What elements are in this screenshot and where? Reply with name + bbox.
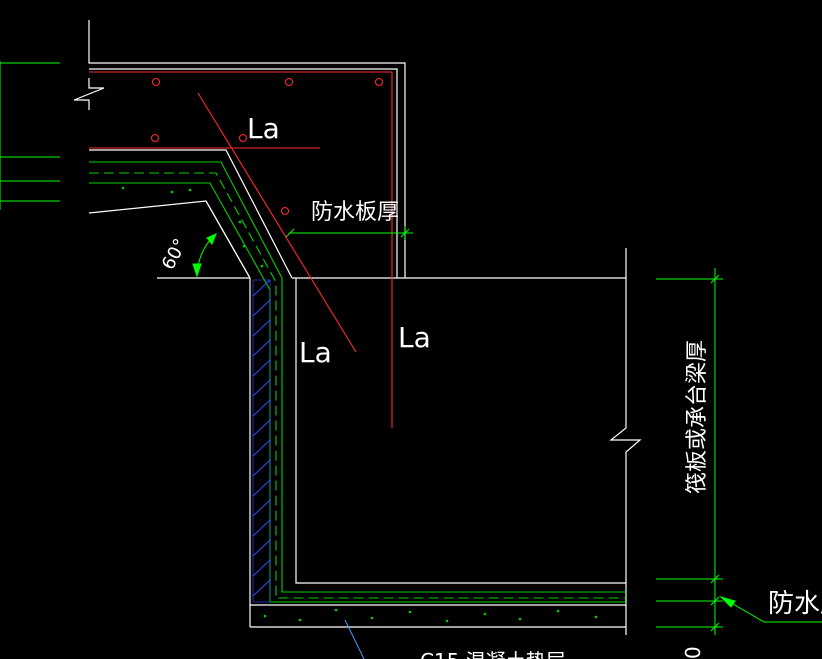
speckle-dot <box>334 608 338 612</box>
speckle-dot <box>518 617 522 621</box>
speckle-dot <box>298 618 302 622</box>
label-la-left: La <box>299 336 332 369</box>
speckle-dot <box>445 619 449 623</box>
hatch-lines <box>252 279 271 597</box>
hatch-line <box>252 379 271 397</box>
hatch-line <box>252 399 271 417</box>
waterproof-leader-arrow <box>719 595 736 608</box>
hatch-line <box>252 419 271 437</box>
rebar <box>89 71 393 428</box>
hatch-line <box>252 539 271 557</box>
cushion-leader <box>344 619 365 659</box>
dim-slab-tick-1 <box>285 228 295 238</box>
hatch-line <box>252 359 271 377</box>
rebar-diagonal <box>197 92 357 353</box>
label-waterproof-layer: 防水层 <box>768 589 822 619</box>
dim-right-tick-2 <box>710 596 720 606</box>
hatch-line <box>252 439 271 457</box>
rebar-dot <box>238 133 248 143</box>
slab-inner-outline <box>89 68 398 278</box>
raft-right-edge <box>609 248 642 635</box>
slab-outer-outline <box>88 20 406 278</box>
dim-right-tick-3 <box>710 622 720 632</box>
hatch-line <box>252 459 271 477</box>
hatch-line <box>252 339 271 357</box>
hatch-line <box>252 499 271 517</box>
label-raft-or-cap-beam-thickness: 筏板或承台梁厚 <box>685 340 710 494</box>
pit-inner-boundary <box>295 278 626 584</box>
hatch-line <box>252 319 271 337</box>
label-waterproof-slab-thickness: 防水板厚 <box>311 200 399 225</box>
rebar-dot <box>284 77 294 87</box>
hatch-line <box>252 559 271 577</box>
dim-right-tick-top <box>710 274 720 284</box>
speckle-dot <box>260 264 264 268</box>
label-la-right: La <box>398 321 431 354</box>
waterproof-layer <box>89 161 626 603</box>
label-la-top: La <box>247 112 280 145</box>
hatch-line <box>252 299 271 317</box>
speckle-dot <box>370 616 374 620</box>
hatch-line <box>252 579 271 597</box>
speckle-dot <box>121 186 125 190</box>
speckle-dot <box>242 244 246 248</box>
speckle-dot <box>238 220 242 224</box>
rebar-dot <box>150 133 160 143</box>
hatch-line <box>252 279 271 297</box>
hatch-line <box>252 479 271 497</box>
angle-reference-diagonal <box>205 200 251 279</box>
label-angle: 60° <box>158 235 192 273</box>
speckle-dot <box>594 615 598 619</box>
cushion-speckle <box>121 186 598 623</box>
label-partial-bottom: 0 <box>681 646 705 659</box>
concrete-outline <box>73 20 642 635</box>
rebar-dot <box>374 77 384 87</box>
wall-hatch <box>252 279 271 603</box>
waterproof-dashed <box>89 172 626 599</box>
hatch-frame <box>252 279 271 603</box>
dimensions <box>0 61 822 635</box>
waterproof-leader <box>720 596 822 623</box>
rebar-dot <box>280 206 290 216</box>
speckle-dot <box>263 614 267 618</box>
speckle-dot <box>556 609 560 613</box>
speckle-dot <box>170 190 174 194</box>
angle-arrow-bottom <box>192 263 202 278</box>
waterproof-solid-1 <box>89 161 626 593</box>
hatch-line <box>252 519 271 537</box>
slab-bottom-outline <box>89 149 293 279</box>
speckle-dot <box>408 610 412 614</box>
break-line-left <box>73 78 105 110</box>
speckle-dot <box>483 612 487 616</box>
dim-right-tick-1 <box>710 574 720 584</box>
angle-arrow-top <box>206 233 217 245</box>
speckle-dot <box>188 188 192 192</box>
label-partial-cut: C15 混凝土垫层 <box>420 649 566 659</box>
rebar-dot <box>151 77 161 87</box>
